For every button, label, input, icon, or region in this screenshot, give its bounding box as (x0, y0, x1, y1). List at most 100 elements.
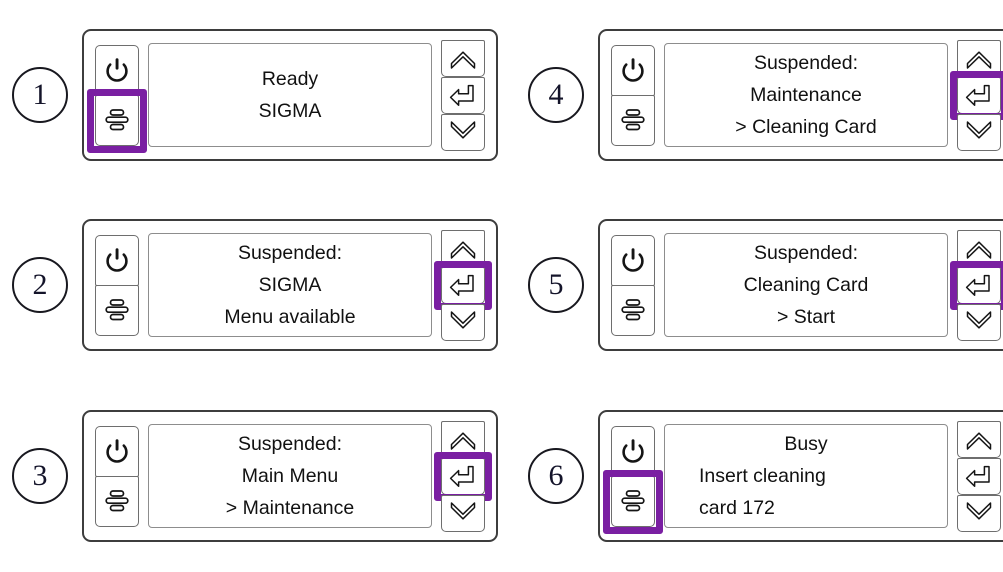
menu-icon (102, 295, 132, 325)
up-button[interactable] (441, 420, 485, 458)
display-line: Cleaning Card (743, 274, 869, 296)
enter-button[interactable] (957, 266, 1001, 304)
up-button[interactable] (957, 420, 1001, 458)
display-line: Suspended: (753, 52, 859, 74)
right-key-column (441, 39, 485, 151)
lcd-display: Suspended:Maintenance> Cleaning Card (664, 43, 948, 147)
chevron-down-icon (964, 498, 994, 528)
display-line: SIGMA (258, 100, 322, 122)
enter-arrow-icon (448, 271, 478, 299)
display-line: Suspended: (753, 242, 859, 264)
down-button[interactable] (441, 494, 485, 532)
display-line: > Start (777, 306, 835, 328)
menu-button[interactable] (95, 94, 139, 146)
menu-icon (618, 486, 648, 516)
power-icon (104, 437, 130, 465)
menu-button-wrapper (611, 94, 655, 146)
down-button[interactable] (957, 303, 1001, 341)
down-button[interactable] (957, 494, 1001, 532)
display-line: SIGMA (258, 274, 322, 296)
power-button-wrapper (611, 44, 655, 96)
down-button[interactable] (957, 113, 1001, 151)
printer-control-panel: Suspended:Main Menu> Maintenance (82, 410, 498, 542)
menu-icon (618, 105, 648, 135)
power-button-wrapper (95, 234, 139, 286)
power-button[interactable] (611, 44, 655, 96)
power-button-wrapper (95, 44, 139, 96)
power-button[interactable] (95, 234, 139, 286)
menu-button[interactable] (611, 284, 655, 336)
chevron-up-icon (448, 424, 478, 454)
chevron-down-icon (964, 307, 994, 337)
step-number-badge: 5 (528, 257, 584, 313)
chevron-up-icon (448, 233, 478, 263)
up-button[interactable] (441, 229, 485, 267)
display-line: Suspended: (237, 433, 343, 455)
enter-button-wrapper (434, 451, 492, 501)
down-button[interactable] (441, 113, 485, 151)
up-button-wrapper (441, 229, 485, 267)
menu-button-wrapper (603, 469, 663, 534)
power-icon (620, 437, 646, 465)
enter-arrow-icon (448, 81, 478, 109)
display-line: Busy (784, 433, 828, 455)
step-number-badge: 2 (12, 257, 68, 313)
up-button[interactable] (441, 39, 485, 77)
enter-arrow-icon (964, 462, 994, 490)
menu-button-wrapper (95, 284, 139, 336)
power-button[interactable] (95, 425, 139, 477)
right-key-column (950, 229, 1003, 341)
power-icon (104, 56, 130, 84)
enter-button[interactable] (957, 76, 1001, 114)
enter-button-wrapper (957, 457, 1001, 495)
menu-button[interactable] (95, 475, 139, 527)
enter-button[interactable] (441, 457, 485, 495)
step-number-badge: 1 (12, 67, 68, 123)
down-button[interactable] (441, 303, 485, 341)
power-icon (620, 246, 646, 274)
up-button[interactable] (957, 39, 1001, 77)
power-button[interactable] (611, 425, 655, 477)
menu-button[interactable] (611, 94, 655, 146)
menu-button[interactable] (95, 284, 139, 336)
enter-button-wrapper (950, 260, 1003, 310)
power-button[interactable] (95, 44, 139, 96)
enter-button[interactable] (441, 76, 485, 114)
chevron-down-icon (448, 307, 478, 337)
power-button-wrapper (611, 425, 655, 477)
up-button[interactable] (957, 229, 1001, 267)
enter-arrow-icon (964, 81, 994, 109)
up-button-wrapper (957, 420, 1001, 458)
display-line: Insert cleaning (699, 465, 826, 487)
chevron-up-icon (964, 43, 994, 73)
enter-button[interactable] (441, 266, 485, 304)
chevron-down-icon (964, 117, 994, 147)
menu-button[interactable] (611, 475, 655, 527)
chevron-down-icon (448, 498, 478, 528)
enter-button-wrapper (434, 260, 492, 310)
power-icon (104, 246, 130, 274)
power-button[interactable] (611, 234, 655, 286)
display-line: card 172 (699, 497, 775, 519)
menu-icon (102, 105, 132, 135)
right-key-column (434, 420, 492, 532)
enter-button-wrapper (441, 76, 485, 114)
enter-button-wrapper (950, 70, 1003, 120)
enter-arrow-icon (448, 462, 478, 490)
down-button-wrapper (441, 494, 485, 532)
chevron-up-icon (964, 233, 994, 263)
step-number-badge: 6 (528, 448, 584, 504)
left-key-column (95, 425, 139, 527)
left-key-column (603, 425, 663, 534)
enter-button[interactable] (957, 457, 1001, 495)
